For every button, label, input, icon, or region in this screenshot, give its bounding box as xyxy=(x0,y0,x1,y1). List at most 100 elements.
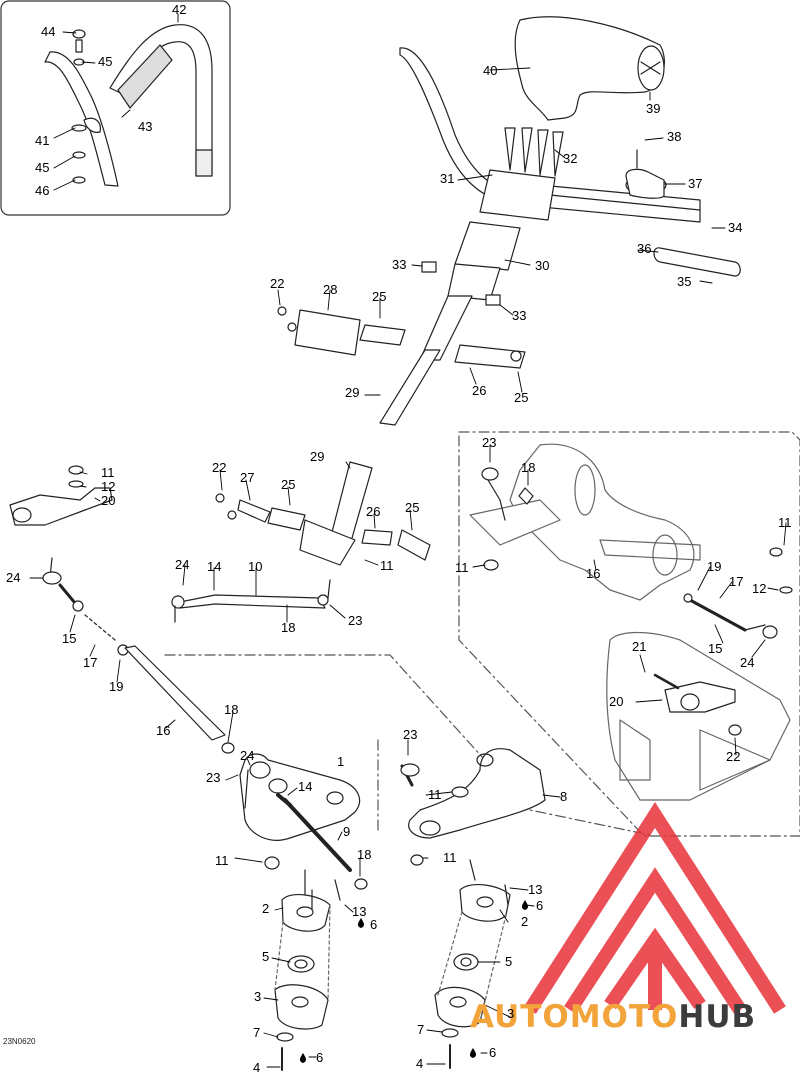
drawing-code: 23N0620 xyxy=(3,1037,36,1046)
callout-5: 5 xyxy=(505,954,513,969)
callout-17: 17 xyxy=(729,574,744,589)
callout-18: 18 xyxy=(281,620,296,635)
callout-29: 29 xyxy=(345,385,360,400)
callout-29: 29 xyxy=(310,449,325,464)
steering-column-lower xyxy=(171,461,431,623)
watermark-text: AUTOMOTOHUB xyxy=(470,999,756,1035)
callout-24: 24 xyxy=(6,570,21,585)
callout-6: 6 xyxy=(489,1045,497,1060)
callout-15: 15 xyxy=(62,631,77,646)
callout-11: 11 xyxy=(778,515,792,530)
callout-20: 20 xyxy=(101,493,116,508)
callout-6: 6 xyxy=(536,898,544,913)
callout-16: 16 xyxy=(586,566,601,581)
callout-30: 30 xyxy=(535,258,550,273)
callout-11: 11 xyxy=(455,560,469,575)
callout-40: 40 xyxy=(483,63,498,78)
callout-6: 6 xyxy=(370,917,378,932)
callout-12: 12 xyxy=(101,479,116,494)
pitman-arm-right xyxy=(400,748,546,1069)
callout-26: 26 xyxy=(472,383,487,398)
callout-4: 4 xyxy=(416,1056,424,1071)
callout-24: 24 xyxy=(740,655,755,670)
callout-28: 28 xyxy=(323,282,338,297)
callout-11: 11 xyxy=(215,853,229,868)
callout-45: 45 xyxy=(98,54,113,69)
callout-19: 19 xyxy=(109,679,124,694)
pitman-arm-left xyxy=(239,753,368,1071)
callout-16: 16 xyxy=(156,723,171,738)
drop-symbols xyxy=(299,900,529,1063)
callout-3: 3 xyxy=(507,1006,515,1021)
callout-18: 18 xyxy=(521,460,536,475)
spindle-assembly-right xyxy=(469,443,791,801)
inset-handlebar xyxy=(44,24,213,187)
callout-25: 25 xyxy=(281,477,296,492)
callout-11: 11 xyxy=(380,558,394,573)
callout-37: 37 xyxy=(688,176,703,191)
callout-8: 8 xyxy=(560,789,568,804)
callout-25: 25 xyxy=(405,500,420,515)
callout-10: 10 xyxy=(248,559,263,574)
callout-39: 39 xyxy=(646,101,661,116)
callout-24: 24 xyxy=(240,748,255,763)
callout-18: 18 xyxy=(224,702,239,717)
callout-26: 26 xyxy=(366,504,381,519)
callout-33: 33 xyxy=(392,257,407,272)
callout-46: 46 xyxy=(35,183,50,198)
callout-36: 36 xyxy=(637,241,652,256)
callout-23: 23 xyxy=(403,727,418,742)
tie-rod-right xyxy=(481,467,793,736)
callout-11: 11 xyxy=(101,465,115,480)
callout-25: 25 xyxy=(514,390,529,405)
callout-15: 15 xyxy=(708,641,723,656)
callout-27: 27 xyxy=(240,470,255,485)
inset-frame-top-left xyxy=(0,0,231,216)
callout-9: 9 xyxy=(343,824,351,839)
callout-13: 13 xyxy=(528,882,543,897)
callout-13: 13 xyxy=(352,904,367,919)
callout-33: 33 xyxy=(512,308,527,323)
watermark-text-part1: AUTOMOTO xyxy=(470,999,679,1035)
callout-11: 11 xyxy=(428,787,442,802)
callout-21: 21 xyxy=(632,639,647,654)
callout-23: 23 xyxy=(206,770,221,785)
callout-45: 45 xyxy=(35,160,50,175)
callout-22: 22 xyxy=(726,749,741,764)
callout-25: 25 xyxy=(372,289,387,304)
callout-6: 6 xyxy=(316,1050,324,1065)
inset-frame-right xyxy=(458,431,800,837)
watermark-logo xyxy=(524,802,786,1014)
callout-22: 22 xyxy=(270,276,285,291)
callout-43: 43 xyxy=(138,119,153,134)
callout-7: 7 xyxy=(253,1025,261,1040)
callout-38: 38 xyxy=(667,129,682,144)
callout-44: 44 xyxy=(41,24,56,39)
tie-rod-left xyxy=(9,465,235,754)
callout-23: 23 xyxy=(482,435,497,450)
callout-12: 12 xyxy=(752,581,767,596)
callout-leaders xyxy=(29,13,787,1068)
callout-14: 14 xyxy=(298,779,313,794)
callout-42: 42 xyxy=(172,2,187,17)
callout-4: 4 xyxy=(253,1060,261,1075)
callout-1: 1 xyxy=(337,754,345,769)
callout-2: 2 xyxy=(262,901,270,916)
callout-18: 18 xyxy=(357,847,372,862)
handlebar-assembly xyxy=(277,16,741,426)
callout-35: 35 xyxy=(677,274,692,289)
callout-19: 19 xyxy=(707,559,722,574)
callout-2: 2 xyxy=(521,914,529,929)
callout-22: 22 xyxy=(212,460,227,475)
leader-dash-dot xyxy=(164,654,651,836)
callout-32: 32 xyxy=(563,151,578,166)
callout-24: 24 xyxy=(175,557,190,572)
callout-17: 17 xyxy=(83,655,98,670)
callout-34: 34 xyxy=(728,220,743,235)
callout-20: 20 xyxy=(609,694,624,709)
callout-41: 41 xyxy=(35,133,50,148)
callout-14: 14 xyxy=(207,559,222,574)
watermark-text-part2: HUB xyxy=(678,999,757,1035)
